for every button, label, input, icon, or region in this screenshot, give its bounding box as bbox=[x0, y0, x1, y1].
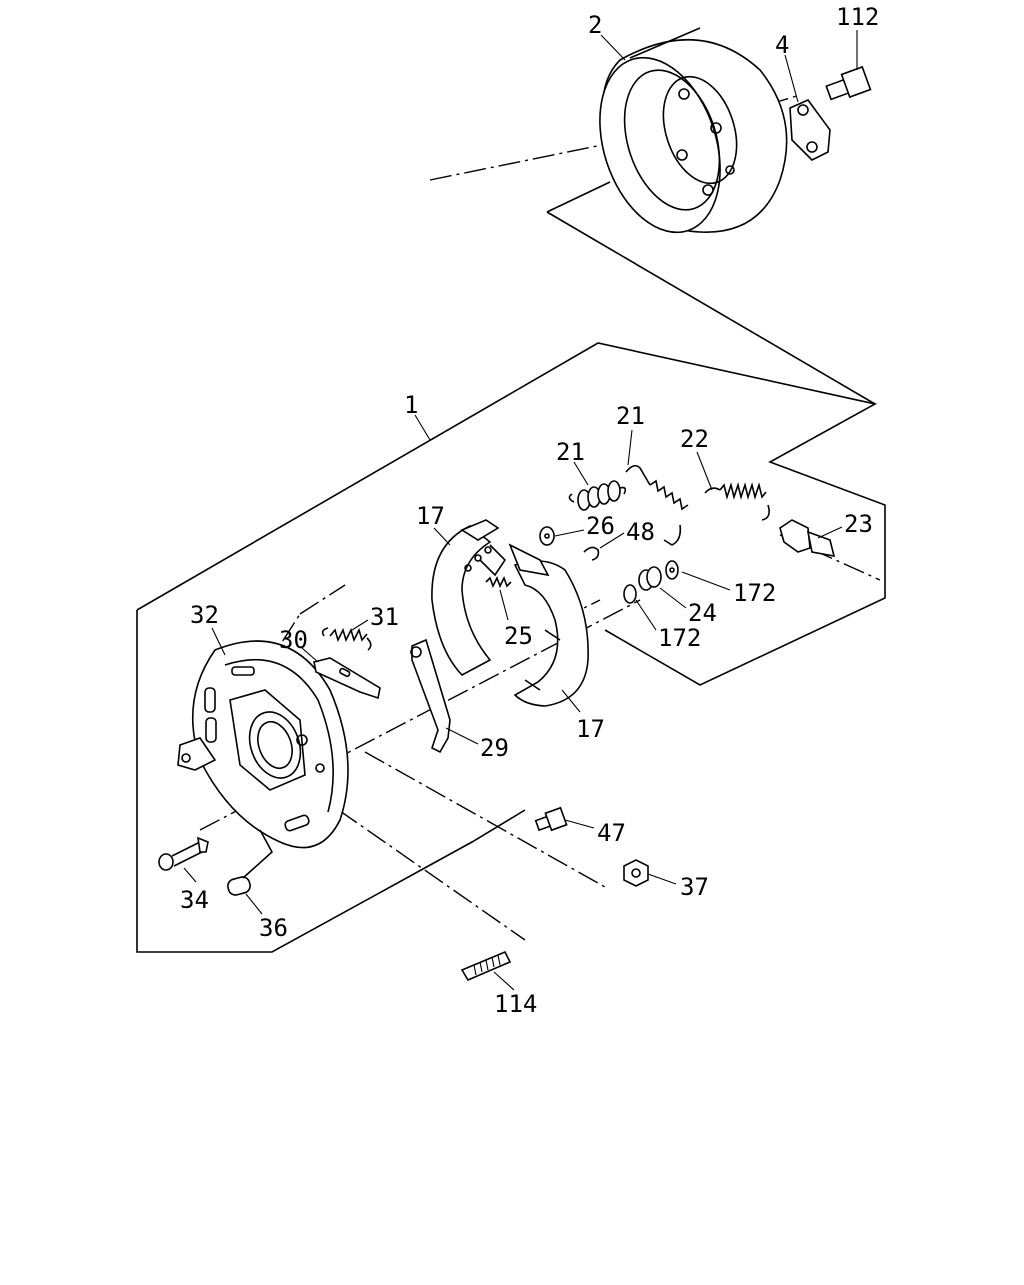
bracket-plate bbox=[789, 99, 831, 161]
callout-34: 34 bbox=[180, 886, 209, 914]
pin-34 bbox=[158, 836, 209, 871]
callout-32: 32 bbox=[190, 601, 219, 629]
spring-21-upper bbox=[625, 464, 689, 546]
callout-labels: 2 4 112 1 21 21 22 17 26 48 23 172 24 17… bbox=[180, 3, 879, 1018]
parking-lever bbox=[410, 638, 451, 754]
adjusting-screw bbox=[779, 519, 836, 558]
callout-36: 36 bbox=[259, 914, 288, 942]
callout-172-b: 172 bbox=[658, 624, 701, 652]
drum-group-outline bbox=[546, 181, 876, 405]
callout-37: 37 bbox=[680, 873, 709, 901]
callout-48: 48 bbox=[626, 518, 655, 546]
stud-114 bbox=[460, 950, 512, 982]
spring-21-lower bbox=[568, 480, 627, 511]
spring-31 bbox=[321, 627, 372, 651]
callout-30: 30 bbox=[279, 626, 308, 654]
small-hardware bbox=[539, 526, 679, 604]
callout-21-lower: 21 bbox=[556, 438, 585, 466]
callout-112: 112 bbox=[836, 3, 879, 31]
callout-2: 2 bbox=[588, 11, 602, 39]
washer-172a bbox=[665, 560, 679, 580]
washer-26 bbox=[539, 526, 555, 546]
callout-21-upper: 21 bbox=[616, 402, 645, 430]
brake-shoe-upper bbox=[431, 519, 507, 676]
callout-4: 4 bbox=[775, 31, 789, 59]
assembly-outline bbox=[136, 342, 886, 953]
washer-172b bbox=[623, 584, 637, 604]
bolt-47 bbox=[534, 806, 568, 832]
nut-37 bbox=[623, 859, 649, 887]
callout-29: 29 bbox=[480, 734, 509, 762]
leader-lines bbox=[183, 30, 858, 991]
callout-17-lower: 17 bbox=[576, 715, 605, 743]
strut-plate bbox=[313, 657, 381, 700]
bolt-112 bbox=[825, 65, 872, 101]
callout-17-upper: 17 bbox=[416, 502, 445, 530]
callout-25: 25 bbox=[504, 622, 533, 650]
callout-1: 1 bbox=[404, 391, 418, 419]
brake-shoe-lower bbox=[508, 543, 589, 707]
backing-plate bbox=[177, 640, 349, 849]
callout-23: 23 bbox=[844, 510, 873, 538]
spring-22 bbox=[704, 482, 770, 521]
callout-114: 114 bbox=[494, 990, 537, 1018]
callout-47: 47 bbox=[597, 819, 626, 847]
clip-48 bbox=[583, 546, 600, 561]
callout-24: 24 bbox=[688, 599, 717, 627]
brake-drum bbox=[599, 27, 788, 234]
callout-172-a: 172 bbox=[733, 579, 776, 607]
plug-36 bbox=[227, 829, 274, 896]
spring-25 bbox=[485, 576, 512, 588]
callout-31: 31 bbox=[370, 603, 399, 631]
callout-26: 26 bbox=[586, 512, 615, 540]
callout-22: 22 bbox=[680, 425, 709, 453]
